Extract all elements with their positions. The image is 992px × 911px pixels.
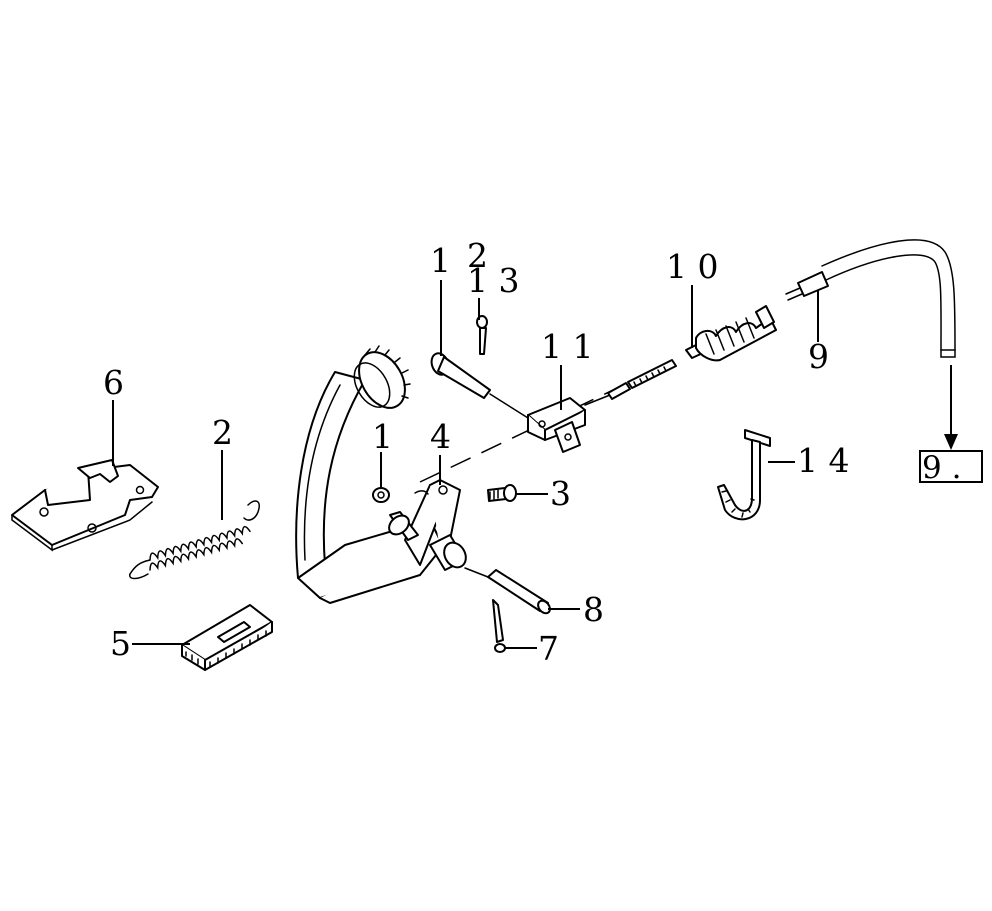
part-1-clevis-pin bbox=[430, 352, 529, 419]
part-9-cable bbox=[785, 239, 956, 358]
pedal-arm bbox=[295, 371, 461, 604]
callout-3: 3 bbox=[550, 474, 571, 513]
reference-arrow bbox=[944, 365, 958, 450]
callout-11: 1 1 bbox=[541, 327, 593, 366]
callout-13: 1 3 bbox=[467, 261, 519, 300]
callout-12: 2 bbox=[467, 236, 488, 275]
callout-1-pin: 1 bbox=[430, 241, 451, 280]
callout-14: 1 4 bbox=[797, 441, 849, 480]
callout-5: 5 bbox=[110, 624, 131, 663]
part-4-clevis bbox=[414, 485, 448, 495]
leader-lines bbox=[112, 280, 819, 649]
callout-7: 7 bbox=[538, 629, 559, 668]
part-3-bolt bbox=[487, 484, 517, 502]
part-5-rubber-pad bbox=[181, 604, 273, 671]
part-7-cotter-pin bbox=[492, 599, 506, 653]
part-13-split-pin bbox=[476, 315, 488, 355]
callout-2: 2 bbox=[212, 413, 233, 452]
callout-labels: 1 2 1 3 1 0 1 1 9 6 2 1 4 3 1 4 5 8 7 bbox=[103, 236, 849, 668]
callout-10: 1 0 bbox=[666, 247, 718, 286]
part-1-nut bbox=[372, 487, 390, 503]
callout-9: 9 bbox=[808, 337, 829, 376]
part-2-return-spring bbox=[129, 500, 260, 580]
part-11-yoke bbox=[527, 394, 611, 453]
reference-box-9: 9 . bbox=[919, 450, 983, 486]
callout-1-nut: 1 bbox=[372, 417, 393, 456]
callout-8: 8 bbox=[583, 590, 604, 629]
part-10-cable-end-boot bbox=[607, 305, 777, 400]
part-14-j-clip bbox=[717, 429, 771, 521]
assembly-axis-line bbox=[419, 381, 631, 483]
part-6-bracket-plate bbox=[11, 459, 159, 552]
callout-6: 6 bbox=[103, 363, 124, 402]
part-8-pivot-pin bbox=[388, 511, 551, 615]
callout-4: 4 bbox=[430, 417, 451, 456]
reference-box-label: 9 . bbox=[922, 450, 961, 486]
pedal-pad bbox=[353, 345, 411, 409]
